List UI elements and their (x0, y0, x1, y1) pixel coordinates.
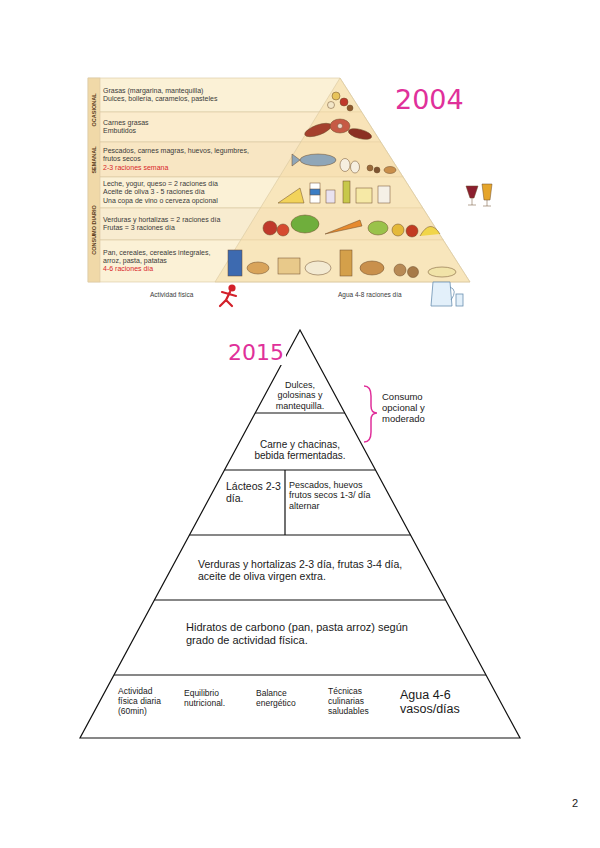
food-band: Grasas (margarina, mantequilla)Dulces, b… (103, 79, 253, 111)
node-text: Actividad física diaria (60min) (118, 687, 168, 716)
node-text: Dulces, golosinas y mantequilla. (268, 380, 332, 411)
node-text: Pan, cereales, cereales integrales, arro… (103, 249, 228, 265)
node-text: Técnicas culinarias saludables (328, 687, 384, 716)
water-jug-icon (431, 282, 463, 306)
bracket-note: Consumo opcional y moderado (382, 392, 444, 425)
pyramid-level: Carne y chacinas, bebida fermentadas. (244, 433, 356, 467)
node-text: Dulces, bollería, caramelos, pasteles (103, 95, 253, 103)
food-band: Carnes grasasEmbutidos (103, 113, 253, 141)
activity-label: Actividad física (150, 291, 193, 298)
food-illustrations (228, 92, 492, 278)
node-text: Verduras y hortalizas = 2 raciones día (103, 216, 253, 224)
frequency-label: OCASIONAL (91, 94, 97, 127)
food-pyramid-2004 (88, 78, 470, 282)
pyramid-level: Hidratos de carbono (pan, pasta arroz) s… (186, 612, 426, 656)
year-label: 2004 (395, 84, 464, 115)
frequency-label: CONSUMO DIARIO (91, 205, 97, 255)
node-text: Leche, yogur, queso = 2 raciones día (103, 180, 268, 188)
node-text: Balance energético (256, 689, 304, 709)
pyramid-level: Verduras y hortalizas 2-3 día, frutas 3-… (198, 548, 410, 592)
pyramid-cell: Pescados, huevos frutos secos 1-3/ día a… (289, 480, 373, 532)
node-text: Hidratos de carbono (pan, pasta arroz) s… (186, 621, 426, 646)
node-text: Verduras y hortalizas 2-3 día, frutas 3-… (198, 558, 410, 582)
food-band: Leche, yogur, queso = 2 raciones díaAcei… (103, 178, 268, 207)
node-text: Pescados, huevos frutos secos 1-3/ día a… (289, 480, 373, 511)
node-text: Agua 4-6 vasos/días (400, 688, 482, 717)
page-number: 2 (572, 797, 578, 810)
node-text: Equilibrio nutricional. (184, 689, 236, 709)
node-text: Embutidos (103, 127, 253, 135)
food-band: Verduras y hortalizas = 2 raciones díaFr… (103, 209, 253, 239)
node-text: Lácteos 2-3 día. (226, 480, 282, 504)
frequency-label: SEMANAL (91, 146, 97, 173)
node-text: Grasas (margarina, mantequilla) (103, 87, 253, 95)
node-text: Carnes grasas (103, 119, 253, 127)
node-text: Carne y chacinas, bebida fermentadas. (244, 439, 356, 462)
node-text: Una copa de vino o cerveza opcional (103, 197, 268, 205)
pyramid-base: Actividad física diaria (60min) Equilibri… (110, 681, 490, 733)
node-text: Frutas = 3 raciones día (103, 224, 253, 232)
food-pyramid-2015 (80, 330, 520, 738)
pyramid-level: Dulces, golosinas y mantequilla. (268, 370, 332, 411)
curly-bracket (364, 386, 377, 442)
node-text: 4-6 raciones día (103, 265, 228, 273)
water-label: Agua 4-8 raciones día (338, 291, 402, 298)
node-text: Pescados, carnes magras, huevos, legumbr… (103, 147, 263, 163)
food-band: Pan, cereales, cereales integrales, arro… (103, 241, 228, 281)
node-text: Aceite de oliva 3 - 5 raciones día (103, 188, 268, 196)
node-text: 2-3 raciones semana (103, 164, 263, 172)
pyramid-cell: Lácteos 2-3 día. (226, 480, 282, 530)
runner-icon (220, 286, 236, 307)
year-label: 2015 (226, 340, 286, 365)
food-band: Pescados, carnes magras, huevos, legumbr… (103, 143, 263, 176)
